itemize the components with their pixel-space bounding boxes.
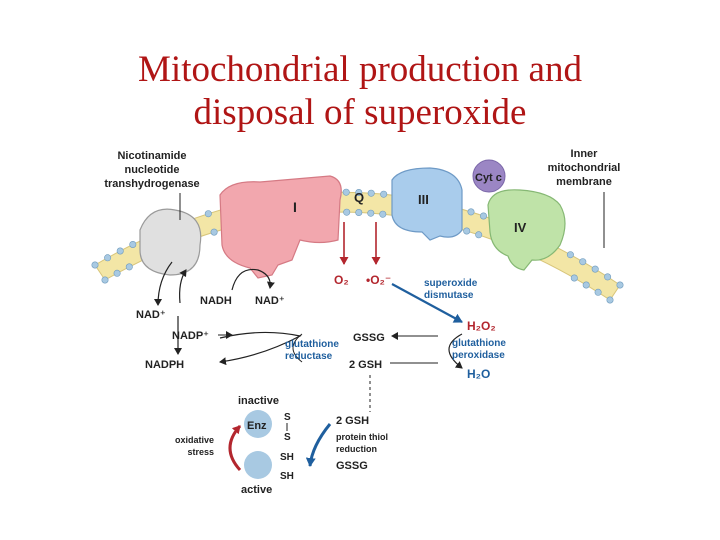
lipid-head — [343, 208, 351, 216]
lipid-head — [566, 251, 574, 259]
lipid-head — [125, 263, 133, 271]
gpx-label: glutathione peroxidase — [452, 338, 506, 361]
gsh-mid-label: 2 GSH — [349, 359, 382, 371]
glutathione-reductase-label: glutathione reductase — [285, 339, 339, 362]
enzyme-label: Enz — [247, 420, 267, 432]
inactive-label: inactive — [238, 395, 279, 407]
complex-iv-protein — [487, 189, 566, 271]
svg-text:reductase: reductase — [285, 351, 333, 362]
lipid-head — [355, 209, 363, 217]
lipid-head — [582, 281, 590, 289]
lipid-head — [570, 274, 578, 282]
lipid-head — [116, 247, 124, 255]
lipid-head — [204, 210, 212, 218]
thiol-bottom-label: SH — [280, 471, 294, 482]
gssg-low-label: GSSG — [336, 460, 368, 472]
lipid-head — [367, 209, 375, 217]
svg-text:dismutase: dismutase — [424, 290, 474, 301]
sulfur-bottom-label: S — [284, 432, 291, 443]
inner-membrane-label: Inner mitochondrial membrane — [548, 148, 621, 188]
svg-text:oxidative: oxidative — [175, 435, 214, 445]
lipid-head — [91, 261, 99, 269]
svg-text:membrane: membrane — [556, 176, 612, 188]
nadp-label: NADP⁺ — [172, 330, 209, 342]
lipid-head — [210, 228, 218, 236]
complex-i-protein — [219, 175, 342, 279]
svg-text:superoxide: superoxide — [424, 278, 478, 289]
nad-right-label: NAD⁺ — [255, 295, 285, 307]
ubiquinone-label: Q — [354, 190, 364, 205]
thiol-reduction-arrow — [305, 423, 332, 467]
title-line-1: Mitochondrial production and — [138, 49, 582, 90]
transhydrogenase-protein — [139, 208, 202, 276]
lipid-head — [479, 212, 487, 220]
gr-cycle-bracket — [292, 333, 303, 363]
nad-arrow-left — [154, 261, 173, 306]
svg-text:mitochondrial: mitochondrial — [548, 162, 621, 174]
enzyme-active — [244, 451, 272, 479]
lipid-head — [604, 273, 612, 281]
svg-text:glutathione: glutathione — [452, 338, 506, 349]
superoxide-label: •O₂⁻ — [366, 273, 391, 287]
h2o2-label: H₂O₂ — [467, 319, 496, 333]
cyt-c-label: Cyt c — [475, 172, 502, 184]
complex-i-label: I — [293, 199, 297, 215]
complex-iv-label: IV — [514, 220, 527, 235]
lipid-heads — [91, 188, 624, 304]
gsh-low-label: 2 GSH — [336, 415, 369, 427]
complex-iii-label: III — [418, 192, 429, 207]
lipid-head — [591, 265, 599, 273]
nadh-label: NADH — [200, 295, 232, 307]
lipid-head — [594, 288, 602, 296]
nad-left-label: NAD⁺ — [136, 309, 166, 321]
svg-text:protein thiol: protein thiol — [336, 432, 388, 442]
svg-text:Nicotinamide: Nicotinamide — [117, 150, 186, 162]
thiol-top-label: SH — [280, 452, 294, 463]
lipid-head — [104, 254, 112, 262]
complex-iii-protein — [391, 167, 463, 241]
lipid-head — [616, 281, 624, 289]
active-label: active — [241, 484, 272, 496]
transhydrogenase-label: Nicotinamide nucleotide transhydrogenase — [104, 150, 199, 190]
lipid-head — [606, 296, 614, 304]
svg-text:nucleotide: nucleotide — [124, 164, 179, 176]
complex-i-nadh-arrow — [231, 268, 275, 291]
lipid-head — [463, 227, 471, 235]
sod-arrow — [391, 283, 463, 323]
lipid-head — [379, 210, 387, 218]
svg-text:peroxidase: peroxidase — [452, 350, 505, 361]
sulfur-top-label: S — [284, 412, 291, 423]
slide-title: Mitochondrial production and disposal of… — [0, 48, 720, 134]
protein-thiol-reduction-label: protein thiol reduction — [336, 432, 388, 454]
oxidative-stress-arrow — [228, 424, 242, 472]
enzyme-inactive — [244, 410, 272, 438]
svg-text:glutathione: glutathione — [285, 339, 339, 350]
nadph-label: NADPH — [145, 359, 184, 371]
lipid-head — [367, 189, 375, 197]
gssg-top-label: GSSG — [353, 332, 385, 344]
lipid-head — [101, 276, 109, 284]
title-line-2: disposal of superoxide — [193, 92, 527, 133]
lipid-head — [475, 231, 483, 239]
svg-text:Inner: Inner — [571, 148, 599, 160]
lipid-head — [355, 189, 363, 197]
sod-label: superoxide dismutase — [424, 278, 478, 301]
oxidative-stress-label: oxidative stress — [175, 435, 214, 457]
lipid-head — [579, 258, 587, 266]
svg-text:reduction: reduction — [336, 444, 377, 454]
lipid-head — [467, 208, 475, 216]
lipid-head — [129, 241, 137, 249]
nadh-arrow — [179, 269, 187, 304]
lipid-head — [113, 269, 121, 277]
svg-text:stress: stress — [187, 447, 214, 457]
h2o-label: H₂O — [467, 367, 490, 381]
lipid-head — [342, 188, 350, 196]
gpx-arrow — [448, 333, 463, 369]
oxygen-label: O₂ — [334, 273, 349, 287]
svg-text:transhydrogenase: transhydrogenase — [104, 178, 199, 190]
lipid-head — [380, 190, 388, 198]
cytochrome-c — [472, 159, 506, 193]
